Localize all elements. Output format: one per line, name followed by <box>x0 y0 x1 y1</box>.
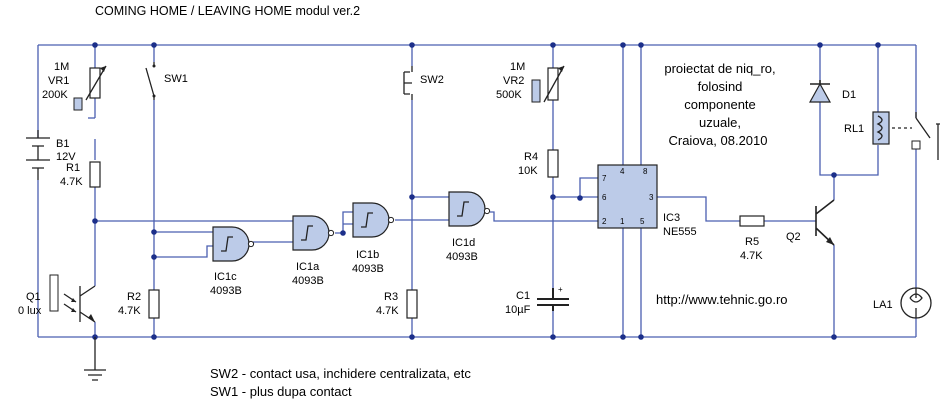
ic3-pin4: 4 <box>620 167 625 176</box>
resistor-r5: R5 4.7K <box>739 215 765 262</box>
ic3-ne555: 4 8 7 6 2 3 1 5 IC3 NE555 <box>597 164 697 238</box>
gate-ic1d: IC1d 4093B <box>446 191 491 263</box>
transistor-q2: Q2 <box>786 199 835 246</box>
credit-line-1: proiectat de niq_ro, <box>664 61 775 76</box>
wires <box>37 44 917 338</box>
note-sw1: SW1 - plus dupa contact <box>210 384 352 399</box>
capacitor-c1: + C1 10µF <box>505 285 569 316</box>
q2-label: Q2 <box>786 231 801 243</box>
ic1d-value: 4093B <box>446 251 478 263</box>
ic1b-label: IC1b <box>356 249 379 261</box>
ic3-pin2: 2 <box>602 217 607 226</box>
b1-label: B1 <box>56 138 69 150</box>
ic3-pin1: 1 <box>620 217 625 226</box>
diagram-title: COMING HOME / LEAVING HOME modul ver.2 <box>95 4 360 18</box>
ic3-pin8: 8 <box>643 167 648 176</box>
diode-d1: D1 <box>808 80 856 103</box>
website-url: http://www.tehnic.go.ro <box>656 292 788 307</box>
ic3-value: NE555 <box>663 226 697 238</box>
ic1a-label: IC1a <box>296 261 320 273</box>
switch-sw1: SW1 <box>145 62 188 100</box>
ic1c-value: 4093B <box>210 285 242 297</box>
rl1-label: RL1 <box>844 123 864 135</box>
r2-value: 4.7K <box>118 305 141 317</box>
gate-ic1b: IC1b 4093B <box>352 202 395 275</box>
ic3-pin5: 5 <box>640 217 645 226</box>
r4-label: R4 <box>524 151 538 163</box>
r3-value: 4.7K <box>376 305 399 317</box>
c1-label: C1 <box>516 290 530 302</box>
battery-b1: B1 12V <box>26 130 76 180</box>
la1-label: LA1 <box>873 299 893 311</box>
credit-block: proiectat de niq_ro, folosind componente… <box>664 61 775 148</box>
r1-value: 4.7K <box>60 176 83 188</box>
credit-line-4: uzuale, <box>699 115 741 130</box>
credit-line-3: componente <box>684 97 756 112</box>
vr1-label: VR1 <box>48 75 69 87</box>
gate-ic1a: IC1a 4093B <box>292 215 335 287</box>
note-sw2: SW2 - contact usa, inchidere centralizat… <box>210 366 471 381</box>
ic1b-value: 4093B <box>352 263 384 275</box>
junctions <box>92 42 881 340</box>
r2-label: R2 <box>127 291 141 303</box>
gate-ic1c: IC1c 4093B <box>210 226 255 297</box>
b1-value: 12V <box>56 151 76 163</box>
resistor-r4: R4 10K <box>518 149 559 178</box>
credit-line-2: folosind <box>698 79 743 94</box>
lamp-la1: LA1 <box>873 287 932 319</box>
q1-value: 0 lux <box>18 305 42 317</box>
sw1-label: SW1 <box>164 73 188 85</box>
ground-symbol <box>84 337 106 381</box>
ic1c-label: IC1c <box>214 271 237 283</box>
relay-rl1: RL1 <box>844 111 940 160</box>
ic3-pin6: 6 <box>602 193 607 202</box>
ic3-pin7: 7 <box>602 174 607 183</box>
ic1a-value: 4093B <box>292 275 324 287</box>
resistor-r2: R2 4.7K <box>118 289 160 319</box>
ic1d-label: IC1d <box>452 237 475 249</box>
resistor-r3: R3 4.7K <box>376 289 418 319</box>
ic3-label: IC3 <box>663 212 680 224</box>
r5-label: R5 <box>745 236 759 248</box>
ic3-pin3: 3 <box>649 193 654 202</box>
potentiometer-vr1: 1M VR1 200K <box>42 61 107 111</box>
potentiometer-vr2: 1M VR2 500K <box>496 61 565 103</box>
credit-line-5: Craiova, 08.2010 <box>668 133 767 148</box>
vr1-top: 1M <box>54 61 69 73</box>
c1-value: 10µF <box>505 304 531 316</box>
r4-value: 10K <box>518 165 538 177</box>
resistor-r1: R1 4.7K <box>60 161 101 188</box>
d1-label: D1 <box>842 89 856 101</box>
vr2-top: 1M <box>510 61 525 73</box>
vr2-label: VR2 <box>503 75 524 87</box>
vr2-value: 500K <box>496 89 522 101</box>
r5-value: 4.7K <box>740 250 763 262</box>
phototransistor-q1: Q1 0 lux <box>18 274 96 323</box>
switch-sw2: SW2 <box>403 66 444 100</box>
r1-label: R1 <box>66 162 80 174</box>
q1-label: Q1 <box>26 291 41 303</box>
r3-label: R3 <box>384 291 398 303</box>
c1-polarity: + <box>558 285 563 294</box>
sw2-label: SW2 <box>420 74 444 86</box>
vr1-value: 200K <box>42 89 68 101</box>
